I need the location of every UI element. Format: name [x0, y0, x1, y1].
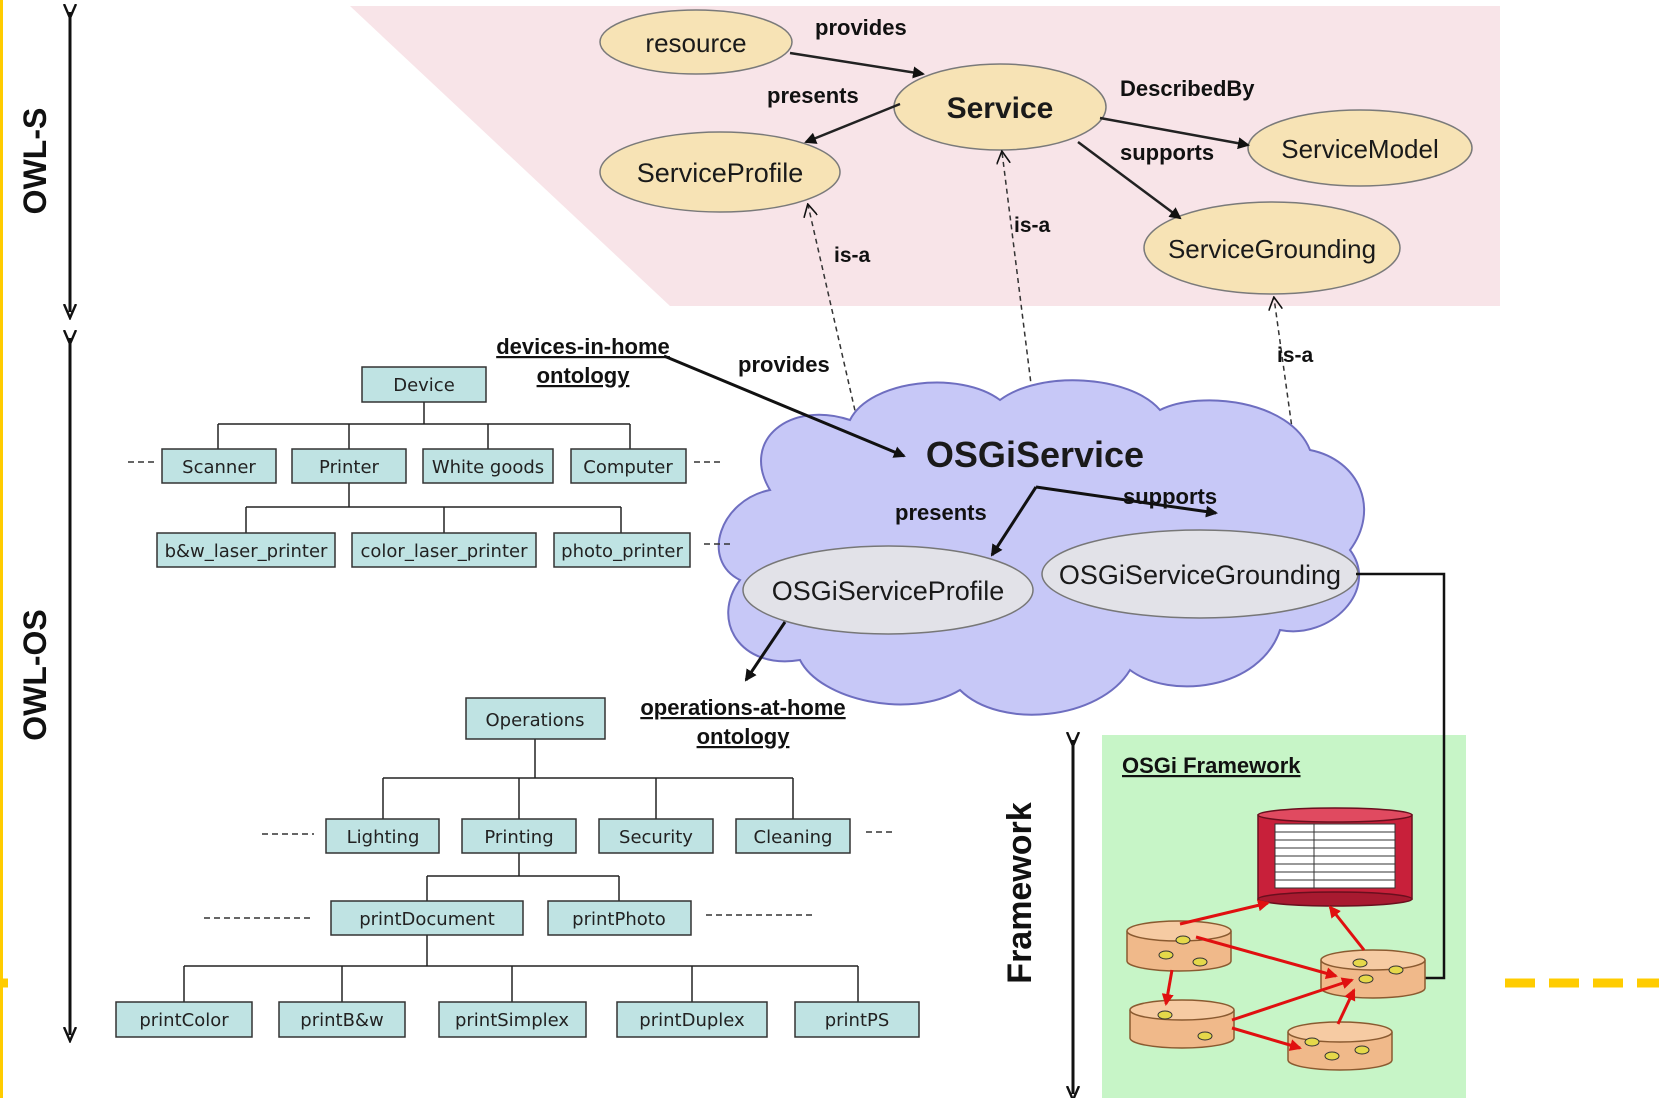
device-scanner-box	[161, 448, 277, 484]
op-print-color-label: printColor	[139, 1010, 229, 1031]
described-by-label: DescribedBy	[1120, 76, 1255, 101]
supports-edge	[1077, 140, 1182, 220]
device-white-goods-box	[422, 448, 554, 484]
op-print-ps-box	[794, 1001, 920, 1038]
op-printing-label: Printing	[484, 827, 553, 848]
resource-label: resource	[645, 28, 746, 58]
op-print-document-label: printDocument	[359, 909, 495, 930]
service-grounding-node	[1143, 201, 1401, 295]
osgi-service-label: OSGiService	[926, 434, 1144, 475]
op-security-label: Security	[619, 827, 693, 848]
device-photo-printer-label: photo_printer	[561, 541, 683, 562]
operations-ontology-line2: ontology	[697, 724, 791, 749]
op-print-color-box	[115, 1001, 253, 1038]
devices-ontology-line1: devices-in-home	[496, 334, 670, 359]
owl-os-layer-label: OWL-OS	[17, 609, 53, 741]
framework-layer-label: Framework	[1001, 802, 1039, 983]
osgi-presents-edge	[990, 486, 1038, 557]
device-printer-label: Printer	[319, 457, 379, 478]
isa-profile-label: is-a	[834, 244, 871, 267]
device-tree-ellipsis	[128, 461, 732, 545]
device-bw-laser-label: b&w_laser_printer	[165, 541, 328, 562]
osgi-presents-label: presents	[895, 500, 987, 525]
op-print-bw-label: printB&w	[300, 1010, 383, 1031]
device-tree: Device Scanner Printer White goods Compu…	[156, 366, 691, 568]
operations-tree: Operations Lighting Printing Security Cl…	[115, 697, 920, 1038]
bundle-b	[1129, 999, 1235, 1049]
devices-provides-edge	[663, 354, 906, 458]
device-tree-connectors	[217, 402, 631, 533]
service-grounding-label: ServiceGrounding	[1168, 234, 1376, 264]
op-security-box	[598, 818, 714, 854]
provides-edge	[789, 51, 925, 79]
service-profile-node	[599, 131, 841, 213]
isa-grounding-edge	[1274, 298, 1311, 559]
operations-tree-ellipsis	[204, 831, 892, 919]
op-print-simplex-label: printSimplex	[455, 1010, 569, 1031]
bundle-c	[1320, 949, 1426, 999]
bundle-d	[1287, 1021, 1393, 1071]
op-printing-box	[461, 818, 577, 854]
bundle-interactions	[1161, 899, 1366, 1051]
devices-ontology-line2: ontology	[537, 363, 631, 388]
presents-label: presents	[767, 83, 859, 108]
device-color-laser-label: color_laser_printer	[361, 541, 529, 562]
op-print-duplex-label: printDuplex	[639, 1010, 745, 1031]
grounding-to-bundle-edge	[1356, 572, 1446, 984]
device-root-label: Device	[393, 375, 455, 396]
device-color-laser-box	[351, 532, 537, 568]
service-label: Service	[947, 92, 1054, 125]
bundle-a	[1126, 920, 1232, 972]
device-photo-printer-box	[553, 532, 691, 568]
osgi-framework-title: OSGi Framework	[1122, 753, 1301, 778]
op-lighting-label: Lighting	[347, 827, 420, 848]
device-bw-laser-box	[156, 532, 336, 568]
op-print-ps-label: printPS	[825, 1010, 890, 1031]
service-model-label: ServiceModel	[1281, 134, 1439, 164]
device-scanner-label: Scanner	[182, 457, 256, 478]
op-print-duplex-box	[616, 1001, 768, 1038]
provides-label: provides	[815, 15, 907, 40]
op-cleaning-label: Cleaning	[754, 827, 833, 848]
resource-node	[599, 9, 793, 75]
isa-grounding-label: is-a	[1277, 344, 1314, 367]
op-print-simplex-box	[438, 1001, 587, 1038]
supports-label: supports	[1120, 140, 1214, 165]
osgi-supports-label: supports	[1123, 484, 1217, 509]
service-registry	[1257, 807, 1413, 907]
op-print-document-box	[330, 900, 524, 936]
op-lighting-box	[325, 818, 440, 854]
osgi-service-profile-label: OSGiServiceProfile	[772, 576, 1005, 606]
profile-to-operations-edge	[744, 621, 787, 682]
op-print-photo-label: printPhoto	[572, 909, 666, 930]
op-cleaning-box	[735, 818, 851, 854]
device-computer-box	[570, 448, 687, 484]
operations-root-box	[465, 697, 606, 740]
devices-provides-label: provides	[738, 352, 830, 377]
operations-ontology-line1: operations-at-home	[640, 695, 845, 720]
op-print-bw-box	[278, 1001, 406, 1038]
operations-tree-connectors	[183, 739, 859, 1002]
operations-root-label: Operations	[486, 710, 585, 731]
left-accent-bar	[0, 0, 3, 1098]
op-print-photo-box	[547, 900, 692, 936]
device-printer-box	[291, 448, 407, 484]
described-by-edge	[1099, 116, 1250, 150]
device-computer-label: Computer	[583, 457, 673, 478]
osgi-service-grounding-label: OSGiServiceGrounding	[1059, 560, 1341, 590]
service-profile-label: ServiceProfile	[637, 158, 804, 188]
isa-service-edge	[1002, 152, 1035, 409]
isa-service-label: is-a	[1014, 214, 1051, 237]
osgi-supports-edge	[1035, 485, 1218, 518]
device-white-goods-label: White goods	[432, 457, 544, 478]
owl-s-layer-label: OWL-S	[17, 108, 53, 215]
device-root-box	[361, 366, 487, 403]
osgi-service-profile-node	[742, 545, 1034, 635]
presents-edge	[804, 102, 901, 144]
